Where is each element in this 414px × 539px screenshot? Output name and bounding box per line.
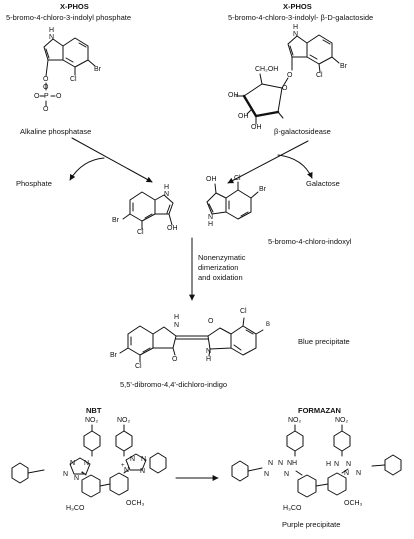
atom-o: O (282, 85, 288, 92)
atom-n: N (174, 322, 180, 329)
atom-n: N (356, 470, 362, 477)
atom-br: Br (112, 217, 119, 224)
atom-n: N (74, 475, 80, 482)
atom-n: N (344, 470, 350, 477)
atom-h: H (208, 221, 214, 228)
beta-galactosidase-label: β-galactosidease (274, 127, 331, 136)
atom-br: Br (259, 186, 266, 193)
purple-precipitate-label: Purple precipitate (282, 520, 341, 529)
atom-cl: Cl (240, 308, 247, 315)
atom-h: H (164, 184, 170, 191)
left-title: X-PHOS (60, 2, 89, 11)
atom-oh: OH (251, 124, 262, 131)
atom-n: N (49, 34, 55, 41)
formazan-title: FORMAZAN (298, 406, 341, 415)
atom-cl: Cl (316, 72, 323, 79)
phosphate-label: Phosphate (16, 179, 52, 188)
atom-n: N (140, 468, 146, 475)
atom-cl: Cl (137, 229, 144, 236)
right-subtitle: 5-bromo-4-chloro-3-indolyl- β-D-galactos… (228, 13, 374, 22)
left-subtitle: 5-bromo-4-chloro-3-indolyl phosphate (6, 13, 132, 22)
atom-o: O (56, 93, 62, 100)
atom-h: H (174, 314, 180, 321)
indoxyl-right-structure (206, 181, 259, 220)
atom-n: N (130, 456, 136, 463)
atom-o: O (287, 72, 293, 79)
formazan-structure (231, 424, 402, 498)
atom-o: O (172, 356, 178, 363)
nbt-title: NBT (86, 406, 102, 415)
galactose-label: Galactose (306, 179, 340, 188)
atom-cl: Cl (234, 175, 241, 182)
atom-o: O (34, 93, 40, 100)
blue-precipitate-label: Blue precipitate (298, 337, 350, 346)
atom-n: N (70, 460, 76, 467)
atom-n: N (164, 191, 170, 198)
atom-beta: Β (266, 322, 271, 328)
indigo-name: 5,5'-dibromo-4,4'-dichloro-indigo (120, 380, 228, 389)
atom-br: Br (340, 63, 347, 70)
indoxyl-name: 5-bromo-4-chloro-indoxyl (268, 237, 352, 246)
atom-h: H (326, 461, 332, 468)
atom-no2: NO₂ (288, 417, 302, 424)
atom-o: O (208, 318, 214, 325)
atom-plus: + (81, 471, 85, 477)
atom-oh: OH (206, 176, 217, 183)
dimerization-line-2: dimerization (198, 263, 239, 272)
atom-no2: NO₂ (117, 417, 131, 424)
atom-n: N (206, 348, 212, 355)
atom-n: N (278, 460, 284, 467)
atom-n: N (284, 471, 290, 478)
atom-n: N (264, 471, 270, 478)
atom-cl: Cl (70, 76, 77, 83)
atom-br: Br (94, 66, 101, 73)
atom-no2: NO₂ (335, 417, 349, 424)
atom-n: N (84, 460, 90, 467)
atom-och3: OCH₃ (126, 500, 145, 507)
indigo-structure (119, 317, 264, 363)
atom-n: N (334, 461, 340, 468)
atom-plus: + (121, 463, 125, 469)
atom-ch2oh: CH₂OH (255, 66, 279, 73)
atom-oh: OH (167, 225, 178, 232)
nbt-structure (11, 424, 167, 498)
atom-n: N (293, 31, 299, 38)
atom-n: N (268, 460, 274, 467)
atom-o: O (43, 84, 49, 91)
atom-n: N (208, 214, 214, 221)
atom-h3co: H₃CO (66, 505, 85, 512)
enzyme-arrows (69, 137, 313, 184)
atom-o: O (43, 76, 49, 83)
atom-n: N (141, 456, 147, 463)
dimerization-line-3: and oxidation (198, 273, 243, 282)
atom-n: N (124, 467, 130, 474)
atom-br: Br (110, 352, 117, 359)
atom-p: P (44, 93, 49, 100)
atom-h: H (49, 27, 55, 34)
atom-n: N (346, 461, 352, 468)
atom-o: O (43, 106, 49, 113)
atom-och3: OCH₃ (344, 500, 363, 507)
x-phos-structure-right (235, 34, 340, 125)
atom-cl: Cl (135, 363, 142, 370)
x-phos-structure-left (39, 37, 96, 107)
dimerization-line-1: Nonenzymatic (198, 253, 246, 262)
atom-no2: NO₂ (85, 417, 99, 424)
indoxyl-left-structure (122, 191, 174, 230)
atom-oh: OH (238, 113, 249, 120)
atom-n: N (63, 471, 69, 478)
right-title: X-PHOS (283, 2, 312, 11)
atom-h: H (206, 356, 212, 363)
atom-nh: NH (287, 460, 298, 467)
atom-oh: OH (228, 92, 239, 99)
alkaline-phosphatase-label: Alkaline phosphatase (20, 127, 92, 136)
atom-h: H (293, 24, 299, 31)
atom-h3co: H₃CO (283, 505, 302, 512)
